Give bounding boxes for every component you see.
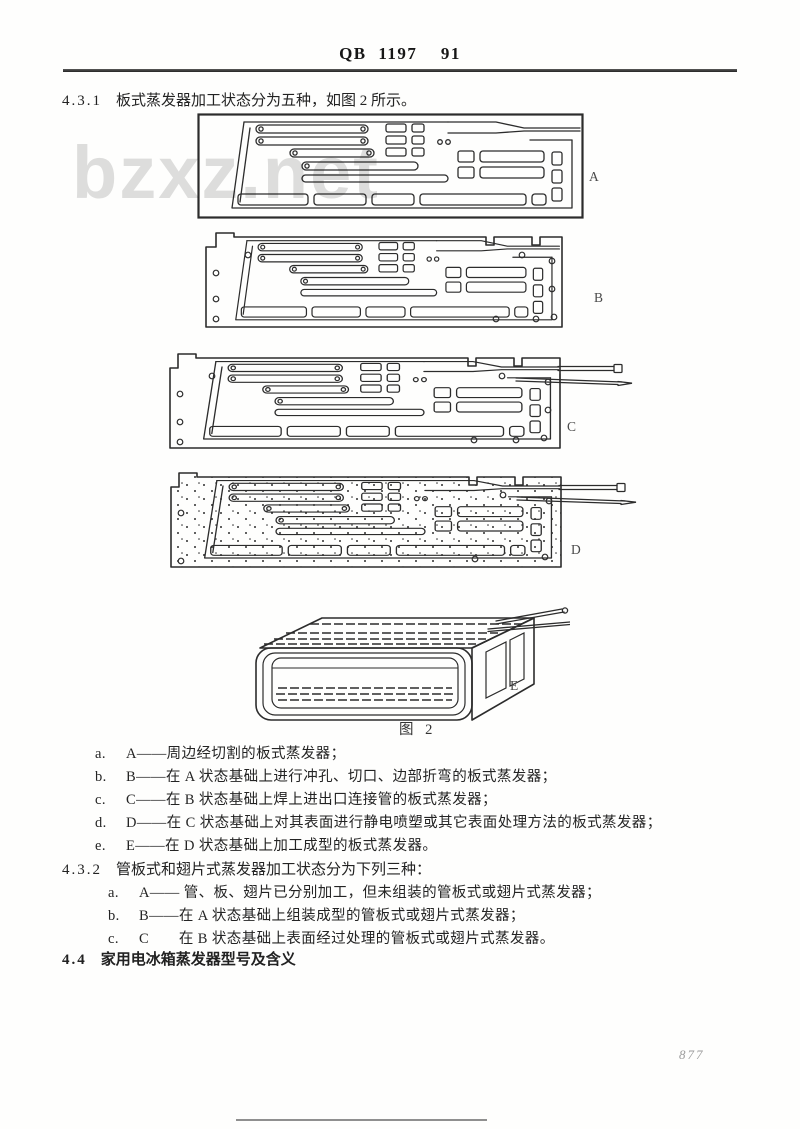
section-44: 4.4 家用电冰箱蒸发器型号及含义 <box>62 948 296 969</box>
list-marker: b. <box>95 769 107 785</box>
list-item-432-a: a. A—— 管、板、翅片已分别加工，但未组装的管板式或翅片式蒸发器； <box>108 881 601 902</box>
list-text: A—— 管、板、翅片已分别加工，但未组装的管板式或翅片式蒸发器； <box>139 885 601 901</box>
figure2-diagram-c <box>166 348 636 463</box>
box-front-mid <box>262 652 466 716</box>
plate-d-outline-coated <box>170 472 562 568</box>
header-rule <box>63 69 737 72</box>
figure-label-c: C <box>567 419 577 434</box>
figure-label-e: E <box>510 678 519 693</box>
plate-c-connection-tubes <box>515 363 633 387</box>
evaporator-plate-b-drawing <box>205 232 563 328</box>
list-marker: b. <box>108 908 120 924</box>
box-side-panels <box>485 632 525 699</box>
list-item-431-b: b. B——在 A 状态基础上进行冲孔、切口、边部折弯的板式蒸发器； <box>95 765 557 786</box>
box-channel-bands <box>264 623 522 701</box>
plate-a-outline <box>197 113 584 219</box>
list-text: B——在 A 状态基础上进行冲孔、切口、边部折弯的板式蒸发器； <box>126 769 557 785</box>
evaporator-plate-c-drawing <box>169 353 633 449</box>
evaporator-plate-d-drawing <box>170 472 637 568</box>
plate-b-outline <box>205 232 563 328</box>
figure-label-a: A <box>589 169 600 184</box>
figure-label-b: B <box>594 290 604 305</box>
evaporator-plate-a-drawing <box>197 113 584 219</box>
list-marker: c. <box>95 792 106 808</box>
list-text: C 在 B 状态基础上表面经过处理的管板式或翅片式蒸发器。 <box>139 931 555 947</box>
list-item-431-e: e. E——在 D 状态基础上加工成型的板式蒸发器。 <box>95 834 437 855</box>
figure2-diagram-e <box>240 596 571 733</box>
box-front-opening <box>271 657 459 709</box>
page-number: 877 <box>679 1047 705 1062</box>
box-front-outer <box>255 647 473 721</box>
section-431-number: 4.3.1 <box>62 93 102 109</box>
figure-caption: 图 2 <box>399 722 437 738</box>
list-marker: e. <box>95 838 106 854</box>
plate-b-punch-holes <box>212 251 558 323</box>
figure2-diagram-d <box>167 467 642 580</box>
figure-label-d: D <box>571 542 582 557</box>
section-432-number: 4.3.2 <box>62 862 102 878</box>
section-431: 4.3.1 板式蒸发器加工状态分为五种，如图 2 所示。 <box>62 89 416 110</box>
list-text: B——在 A 状态基础上组装成型的管板式或翅片式蒸发器； <box>139 908 525 924</box>
plate-b-channels <box>235 240 561 321</box>
section-432-text: 管板式和翅片式蒸发器加工状态分为下列三种： <box>116 862 432 878</box>
section-432: 4.3.2 管板式和翅片式蒸发器加工状态分为下列三种： <box>62 858 431 879</box>
formed-evaporator-e-drawing <box>255 607 571 721</box>
list-marker: a. <box>108 885 119 901</box>
list-item-432-c: c. C 在 B 状态基础上表面经过处理的管板式或翅片式蒸发器。 <box>108 927 555 948</box>
section-44-number: 4.4 <box>62 952 87 968</box>
list-item-431-c: c. C——在 B 状态基础上焊上进出口连接管的板式蒸发器； <box>95 788 497 809</box>
figure2-diagram-b <box>190 229 578 336</box>
standard-number-header: QB 1197 91 <box>339 44 461 63</box>
section-44-text: 家用电冰箱蒸发器型号及含义 <box>100 952 296 968</box>
footer-rule <box>236 1119 487 1121</box>
list-text: D——在 C 状态基础上对其表面进行静电喷塑或其它表面处理方法的板式蒸发器； <box>126 815 662 831</box>
list-text: E——在 D 状态基础上加工成型的板式蒸发器。 <box>126 838 438 854</box>
section-431-text: 板式蒸发器加工状态分为五种，如图 2 所示。 <box>116 93 417 109</box>
list-text: C——在 B 状态基础上焊上进出口连接管的板式蒸发器； <box>126 792 497 808</box>
list-item-431-d: d. D——在 C 状态基础上对其表面进行静电喷塑或其它表面处理方法的板式蒸发器； <box>95 811 662 832</box>
list-text: A——周边经切割的板式蒸发器； <box>126 746 346 762</box>
list-marker: c. <box>108 931 119 947</box>
plate-c-outline <box>169 353 561 449</box>
list-marker: a. <box>95 746 106 762</box>
plate-d-connection-tubes <box>516 482 637 506</box>
list-marker: d. <box>95 815 107 831</box>
plate-a-channels <box>231 121 581 209</box>
figure2-diagram-a <box>197 113 584 224</box>
list-item-431-a: a. A——周边经切割的板式蒸发器； <box>95 742 345 763</box>
list-item-432-b: b. B——在 A 状态基础上组装成型的管板式或翅片式蒸发器； <box>108 904 525 925</box>
plate-c-channels <box>202 360 560 440</box>
box-connection-tubes <box>487 607 571 633</box>
